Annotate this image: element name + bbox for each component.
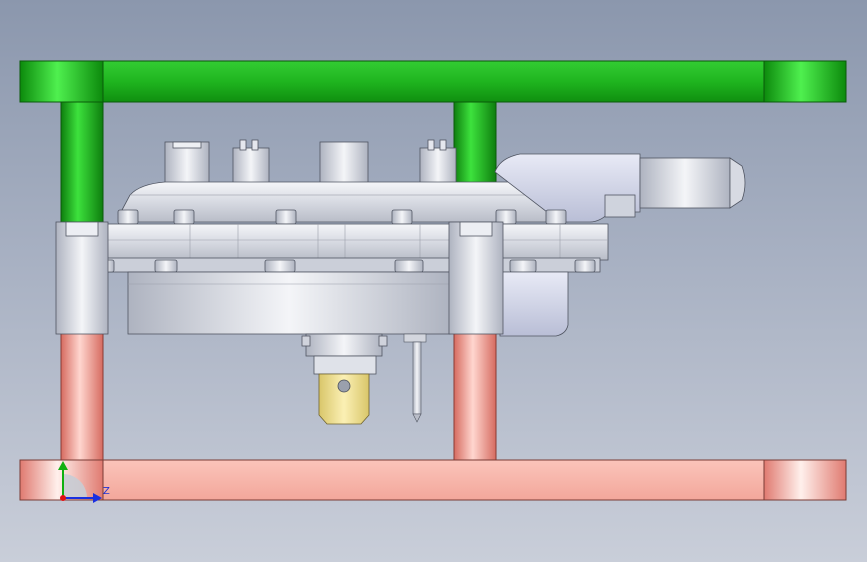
guide-post-left xyxy=(60,332,104,461)
terminal-blade xyxy=(318,373,370,425)
guide-pillar-left xyxy=(60,101,104,223)
coordinate-triad-icon xyxy=(58,461,102,503)
top-plate xyxy=(19,60,847,103)
z-axis-label: Z xyxy=(103,486,110,497)
bottom-plate xyxy=(19,459,847,501)
part-assembly xyxy=(55,139,746,375)
terminal-pin xyxy=(403,333,427,423)
guide-post-right xyxy=(453,332,497,461)
